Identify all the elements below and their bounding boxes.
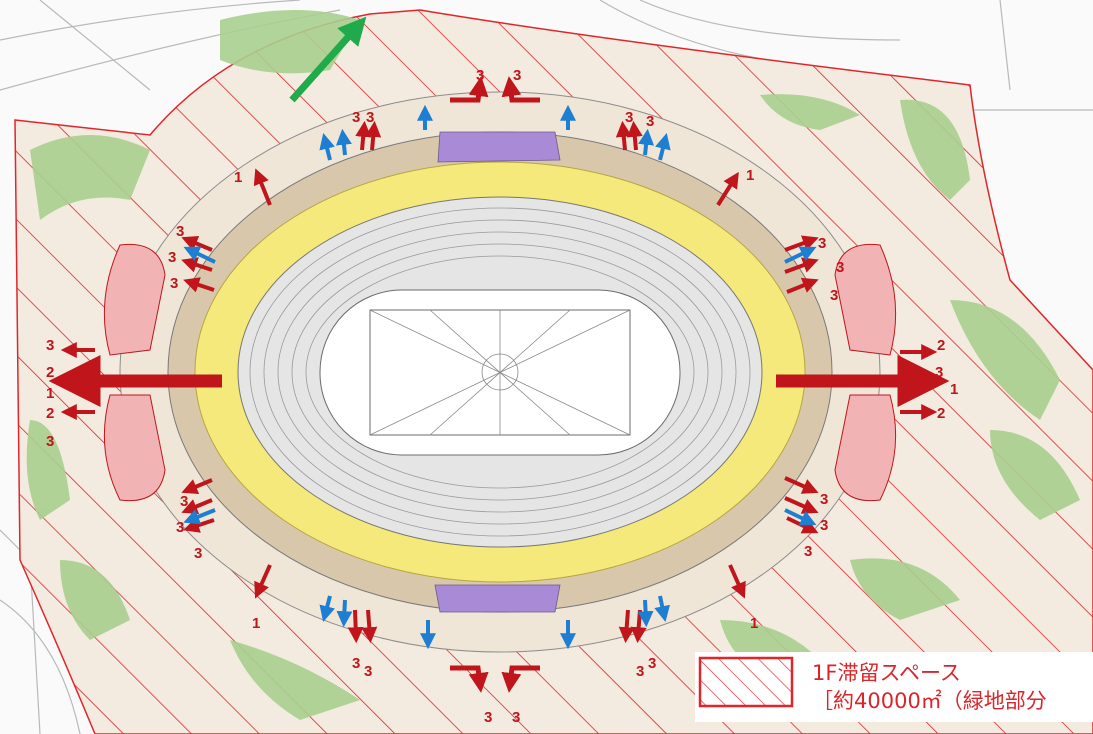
- pitch-markings: [369, 309, 631, 436]
- legend-title: 1F滞留スペース: [812, 661, 961, 685]
- pink-zones: [103, 243, 897, 502]
- label-ssw-3a: 3: [352, 655, 360, 672]
- label-ene-3c: 3: [830, 287, 838, 304]
- label-ne-3b: 3: [646, 113, 654, 130]
- label-w-2a: 2: [46, 364, 54, 381]
- label-e-2b: 2: [937, 405, 945, 422]
- label-wsw-3c: 3: [194, 545, 202, 562]
- label-ssw-3b: 3: [364, 663, 372, 680]
- legend-area: ［約40000㎡（緑地部分: [812, 689, 1047, 713]
- label-w-2b: 2: [46, 405, 54, 422]
- label-sw-1: 1: [252, 615, 260, 632]
- label-wnw-3b: 3: [168, 249, 176, 266]
- label-sse-3a: 3: [636, 663, 644, 680]
- label-w-3b: 3: [46, 433, 54, 450]
- label-e-3: 3: [935, 364, 943, 381]
- label-ne-3a: 3: [625, 109, 633, 126]
- label-wnw-3a: 3: [176, 223, 184, 240]
- label-sse-3b: 3: [648, 655, 656, 672]
- label-ese-3c: 3: [804, 543, 812, 560]
- exit-number-labels: 3 3 3 3 3 3 1 1 3 3 3 3 3 3 3 2 1 2 3 2 …: [46, 67, 958, 726]
- seating-rows: [249, 207, 751, 537]
- label-s-3b: 3: [512, 709, 520, 726]
- legend-swatch: [698, 656, 794, 708]
- label-ese-3b: 3: [820, 517, 828, 534]
- label-ese-3a: 3: [820, 491, 828, 508]
- label-w-3: 3: [46, 337, 54, 354]
- greenery: [26, 10, 1080, 720]
- label-ene-3b: 3: [836, 259, 844, 276]
- label-ne-1: 1: [746, 167, 754, 184]
- label-nw-3b: 3: [366, 109, 374, 126]
- label-nw-1: 1: [234, 169, 242, 186]
- label-e-2a: 2: [937, 337, 945, 354]
- north-arrow: [289, 16, 367, 103]
- label-wsw-3b: 3: [176, 519, 184, 536]
- label-n-3a: 3: [476, 67, 484, 84]
- label-wnw-3c: 3: [170, 275, 178, 292]
- label-ene-3a: 3: [818, 235, 826, 252]
- purple-blocks: [434, 131, 561, 613]
- label-nw-3a: 3: [352, 109, 360, 126]
- blue-arrows: [183, 104, 817, 650]
- exit-arrows: [60, 120, 938, 644]
- label-se-1: 1: [750, 615, 758, 632]
- label-e-1: 1: [950, 381, 958, 398]
- label-w-1: 1: [46, 385, 54, 402]
- label-s-3a: 3: [484, 709, 492, 726]
- legend: 1F滞留スペース ［約40000㎡（緑地部分: [695, 652, 1093, 722]
- bent-arrows: [450, 76, 540, 693]
- label-wsw-3a: 3: [180, 493, 188, 510]
- label-n-3b: 3: [513, 67, 521, 84]
